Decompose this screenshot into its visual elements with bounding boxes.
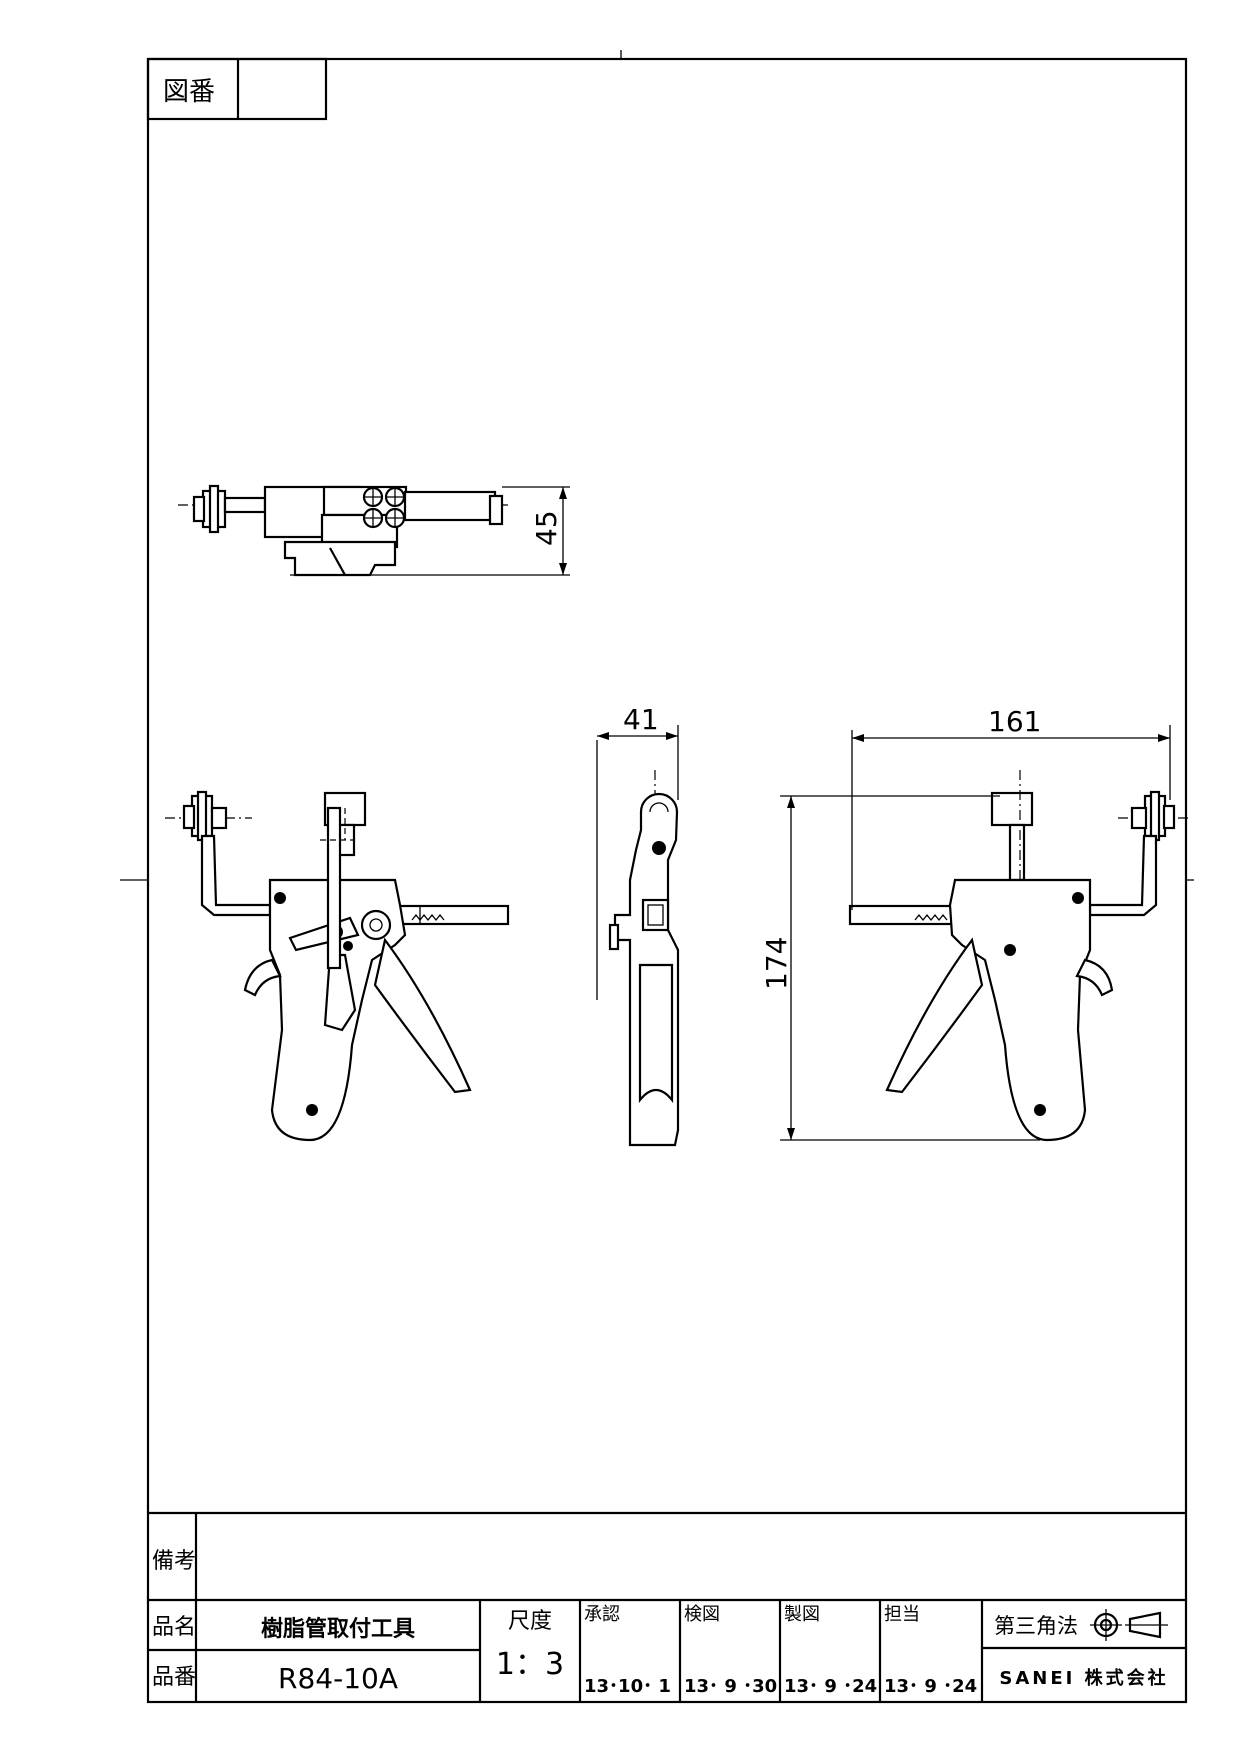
drawing-number-box: 図番 <box>146 57 328 121</box>
scale-label: 尺度 <box>508 1609 552 1634</box>
checked-label: 検図 <box>684 1604 720 1625</box>
charge-date: 13･ 9 ･24 <box>884 1676 977 1697</box>
scale-value: 1：3 <box>496 1647 564 1682</box>
product-name-label: 品名 <box>152 1615 196 1640</box>
product-name: 樹脂管取付工具 <box>261 1616 415 1642</box>
sheet-frame <box>120 50 1194 1704</box>
dimension-overall-length: 161 <box>988 705 1041 738</box>
top-view: 45 <box>178 484 570 577</box>
side-view: 41 <box>596 703 680 1147</box>
checked-date: 13･ 9 ･30 <box>684 1676 777 1697</box>
approved-date: 13･10･ 1 <box>584 1676 671 1697</box>
drawn-date: 13･ 9 ･24 <box>784 1676 877 1697</box>
remarks-label: 備考 <box>152 1549 196 1574</box>
third-angle-projection-icon <box>1090 1609 1168 1641</box>
front-view <box>165 790 510 1142</box>
dimension-side-width: 41 <box>623 703 659 736</box>
product-number: R84-10A <box>278 1662 398 1695</box>
projection-method: 第三角法 <box>994 1614 1078 1638</box>
drawn-label: 製図 <box>784 1604 820 1625</box>
dimension-overall-height: 174 <box>760 937 793 990</box>
company-name: SANEI 株式会社 <box>999 1667 1168 1689</box>
dimension-top-height: 45 <box>530 510 563 546</box>
rear-view: 161 174 <box>760 705 1188 1142</box>
product-number-label: 品番 <box>152 1665 196 1690</box>
title-block: 備考 品名 樹脂管取付工具 品番 R84-10A 尺度 1：3 承認 13･10… <box>148 1511 1186 1702</box>
drawing-number-label: 図番 <box>163 77 215 107</box>
charge-label: 担当 <box>884 1604 920 1625</box>
approved-label: 承認 <box>584 1604 620 1625</box>
